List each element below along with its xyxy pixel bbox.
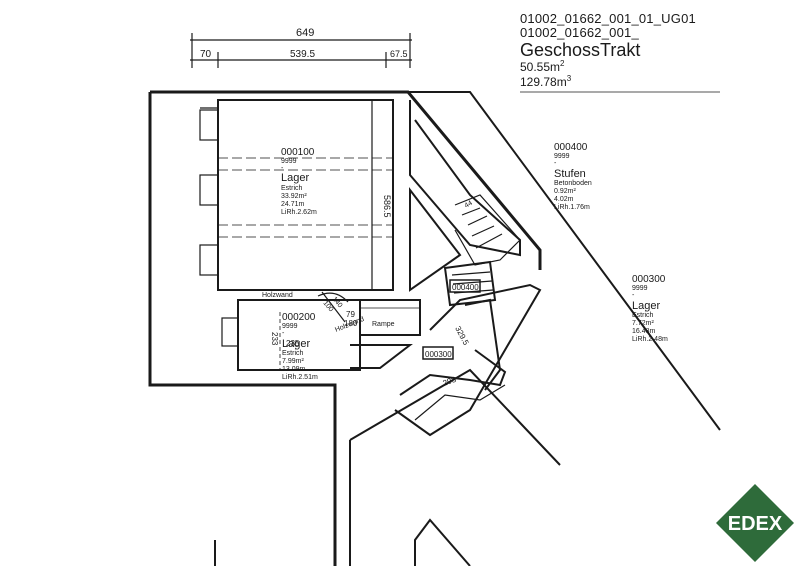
dim-left: 70	[200, 49, 212, 60]
dim-room2-height: 233	[270, 332, 279, 346]
lower-wall	[349, 368, 561, 466]
room-000100-height: LiRh.2.62m	[281, 209, 317, 216]
room-000100-dash: -	[281, 165, 284, 172]
room-000400-id: 000400	[554, 142, 588, 153]
outer-wall-east	[408, 91, 721, 431]
room-000300-dash: -	[632, 292, 635, 299]
plan-volume: 129.78m3	[520, 73, 696, 89]
edex-logo-text: EDEX	[728, 513, 783, 535]
dim-room1-height: 586.5	[382, 195, 392, 218]
room-000100-name: Lager	[281, 172, 309, 184]
room-000300-area: 7.72m²	[632, 320, 654, 327]
plan-id-secondary: 01002_01662_001_	[520, 25, 639, 41]
room-000100-id: 000100	[281, 147, 315, 158]
edex-logo-diamond	[716, 484, 794, 562]
room-000300-id: 000300	[632, 274, 666, 285]
room-000200-id: 000200	[282, 312, 316, 323]
room-000400-sub: 9999	[554, 153, 570, 160]
room-000300-sub: 9999	[632, 285, 648, 292]
room-000400-height: LiRh.1.76m	[554, 204, 590, 211]
room-000300-volume: 16.48m	[632, 328, 656, 335]
annotation-rampe: Rampe	[372, 321, 395, 328]
room-000200-height: LiRh.2.51m	[282, 374, 318, 381]
tag-box-000300	[422, 346, 454, 360]
dim-right: 67.5	[390, 49, 408, 59]
dim-middle: 539.5	[290, 49, 315, 60]
room-000300-outline	[394, 283, 542, 437]
plan-volume-unit: 3	[566, 73, 572, 83]
room-000100-sub: 9999	[281, 158, 297, 165]
room-000400-area: 0.92m²	[554, 188, 576, 195]
room-000300-height: LiRh.2.48m	[632, 336, 668, 343]
annotation-holzwand-top: Holzwand	[262, 292, 293, 299]
plan-header: 01002_01662_001_01_UG01 01002_01662_001_…	[520, 11, 696, 89]
dim-stair-width: 329.5	[453, 325, 471, 347]
walls	[148, 33, 721, 566]
dim-79: 79	[346, 310, 355, 319]
plan-area: 50.55m2	[520, 59, 696, 75]
outer-wall-west	[148, 92, 337, 566]
edex-logo: EDEX	[716, 484, 794, 562]
outer-wall-north	[150, 90, 542, 270]
dim-lower: 293	[442, 375, 458, 388]
room-000200-area: 7.99m²	[282, 358, 304, 365]
dim-small: 235	[286, 339, 300, 348]
plan-area-value: 50.55m	[520, 60, 561, 75]
plan-title: GeschossTrakt	[520, 39, 641, 60]
room-000100-floor: Estrich	[281, 185, 303, 192]
plan-volume-value: 129.78m	[520, 74, 567, 89]
room-000300-floor: Estrich	[632, 312, 654, 319]
tag-000300: 000300	[425, 350, 452, 359]
room-000400-dash: -	[554, 160, 557, 167]
dim-stair-top: 44	[464, 200, 474, 210]
room-000200-dash: -	[282, 330, 285, 337]
shaft-triangle	[409, 187, 462, 292]
room-000200-name: Lager	[282, 338, 310, 350]
room-000200-sub: 9999	[282, 323, 298, 330]
room-000100-area: 33.92m²	[281, 193, 307, 200]
plan-id: 01002_01662_001_01_UG01	[520, 11, 696, 26]
room-000400-name: Stufen	[554, 168, 586, 180]
room-000300-name: Lager	[632, 300, 660, 312]
room-000400-floor: Betonboden	[554, 180, 592, 187]
room-000400-volume: 4.02m	[554, 196, 574, 203]
room-000100-volume: 24.71m	[281, 201, 305, 208]
stairs-000400-outline	[443, 260, 497, 307]
tag-000400: 000400	[452, 283, 479, 292]
room-000200-floor: Estrich	[282, 350, 304, 357]
tag-box-000400	[449, 279, 481, 293]
plan-area-unit: 2	[560, 59, 565, 69]
dim-total: 649	[296, 27, 314, 39]
dim-180: 180	[344, 319, 358, 328]
room-000200-volume: 13.09m	[282, 366, 306, 373]
